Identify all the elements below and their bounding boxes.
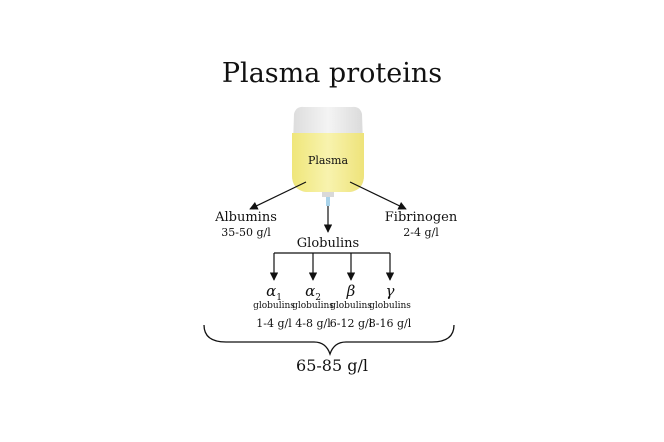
fibrinogen-value: 2-4 g/l (403, 226, 439, 239)
globulins-label: Globulins (296, 236, 360, 251)
plasma-label: Plasma (307, 154, 349, 167)
alpha1-sub-label: globulins (253, 301, 295, 311)
albumins-label: Albumins (215, 210, 277, 225)
beta-value: 6-12 g/l (329, 317, 373, 330)
alpha1-symbol: α1 (266, 282, 282, 303)
alpha2-value: 4-8 g/l (295, 317, 331, 330)
fibrinogen-label: Fibrinogen (384, 210, 458, 225)
alpha1-value: 1-4 g/l (256, 317, 292, 330)
arrow-to-albumins (249, 181, 307, 210)
albumins-value: 35-50 g/l (221, 226, 271, 239)
plasma-bag-icon (292, 106, 364, 206)
total-value: 65-85 g/l (296, 356, 368, 375)
alpha2-sub-label: globulins (292, 301, 334, 311)
alpha2-symbol: α2 (305, 282, 321, 303)
beta-sub-label: globulins (330, 301, 372, 311)
arrow-to-fibrinogen (349, 181, 407, 210)
gamma-value: 8-16 g/l (368, 317, 412, 330)
diagram-title: Plasma proteins (221, 58, 443, 89)
gamma-symbol: γ (385, 282, 395, 300)
beta-symbol: β (346, 282, 356, 300)
gamma-sub-label: globulins (369, 301, 411, 311)
total-brace (203, 324, 455, 357)
